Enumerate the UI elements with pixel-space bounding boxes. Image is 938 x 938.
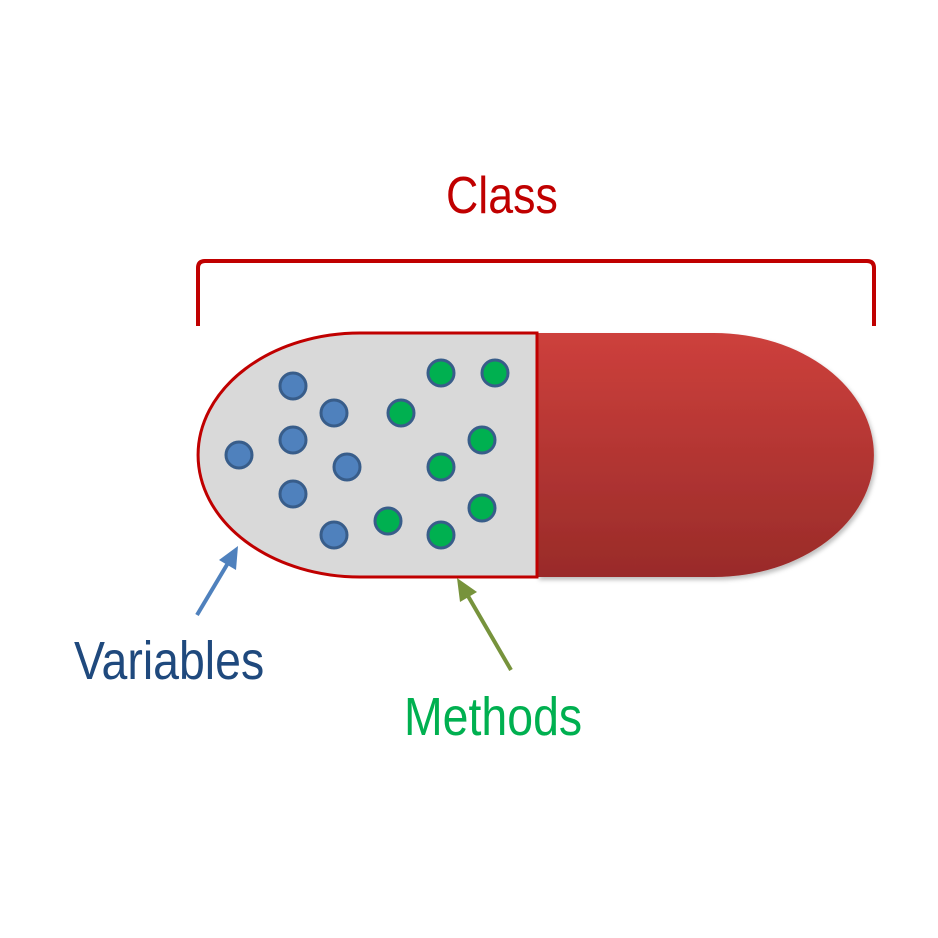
method-dot (426, 520, 456, 550)
variable-dot (278, 479, 308, 509)
variable-dot (319, 520, 349, 550)
variable-dot (278, 371, 308, 401)
method-dot (386, 398, 416, 428)
variables-label: Variables (74, 631, 265, 691)
class-title: Class (446, 167, 558, 225)
variable-dot (278, 425, 308, 455)
methods-group (373, 358, 510, 550)
class-bracket (196, 259, 876, 326)
methods-arrow (457, 578, 513, 672)
method-dot (467, 493, 497, 523)
variables-arrow (195, 546, 238, 617)
variable-dot (319, 398, 349, 428)
methods-label: Methods (404, 687, 583, 747)
method-dot (426, 358, 456, 388)
variable-dot (224, 440, 254, 470)
method-dot (373, 506, 403, 536)
variables-group (224, 371, 362, 550)
method-dot (426, 452, 456, 482)
method-dot (467, 425, 497, 455)
method-dot (480, 358, 510, 388)
capsule-right-half (537, 333, 874, 577)
variable-dot (332, 452, 362, 482)
